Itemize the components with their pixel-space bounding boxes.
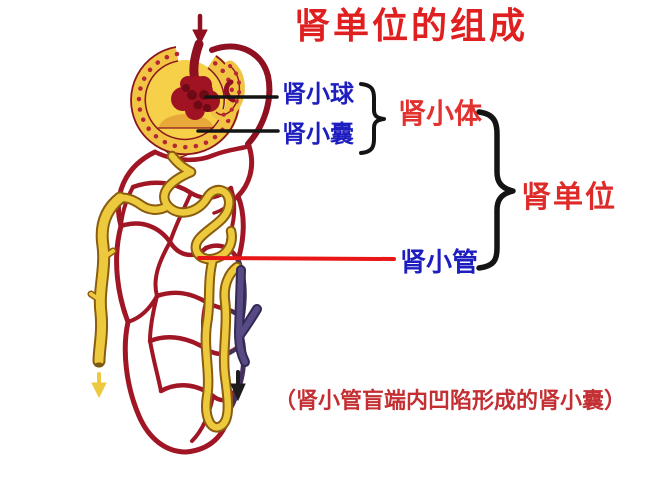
nephron-brace: [476, 109, 516, 271]
tubule-label: 肾小管: [400, 247, 479, 277]
glomerulus-capillary-detail: [182, 84, 211, 112]
page-title: 肾单位的组成: [294, 5, 529, 46]
annotation-layer: [196, 82, 516, 271]
nephron-label: 肾单位: [521, 181, 617, 214]
tubule-connector-line: [197, 256, 396, 261]
urine-out-arrow-icon: [91, 372, 107, 399]
corpuscle-label: 肾小体: [398, 98, 483, 129]
duct-opening: [94, 362, 104, 368]
blood-in-arrow-icon: [192, 13, 208, 46]
footnote-text: （肾小管盲端内凹陷形成的肾小囊）: [274, 388, 627, 413]
glomerulus-label: 肾小球: [282, 81, 354, 108]
blood-out-arrow-icon: [230, 370, 246, 402]
corpuscle-brace: [359, 82, 386, 155]
capsule-label: 肾小囊: [282, 121, 354, 148]
